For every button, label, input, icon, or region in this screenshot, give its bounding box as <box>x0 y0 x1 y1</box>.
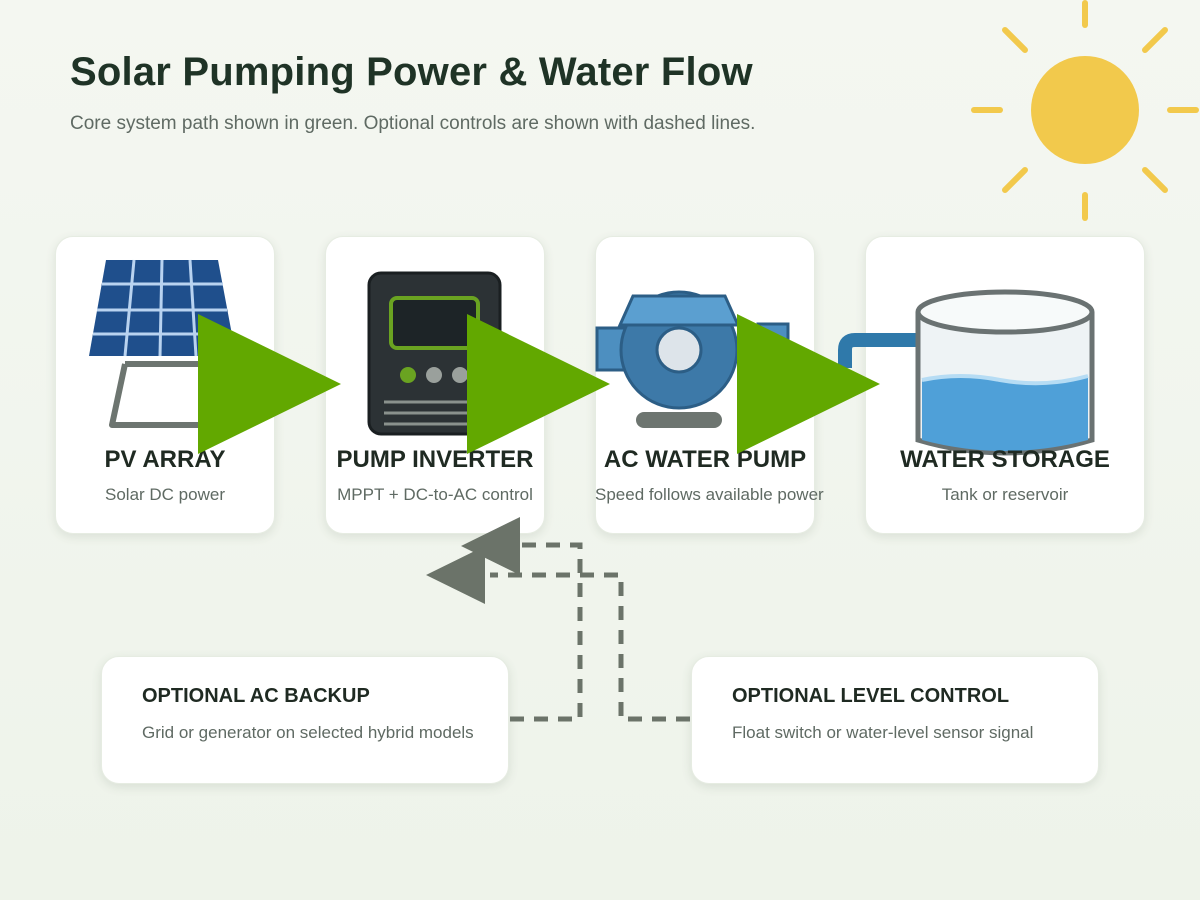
arrow-level-control-to-inverter <box>426 546 485 604</box>
ac-water-pump-description: Speed follows available power <box>595 485 824 504</box>
dashed-line-level-control <box>490 572 690 722</box>
water-storage-label: WATER STORAGE <box>900 446 1110 473</box>
pv-array-label: PV ARRAY <box>104 446 226 473</box>
page-subtitle: Core system path shown in green. Optiona… <box>70 113 756 134</box>
dashed-line-ac-backup <box>510 542 583 722</box>
page-title: Solar Pumping Power & Water Flow <box>70 50 753 94</box>
optional-ac-backup-title: OPTIONAL AC BACKUP <box>142 685 370 707</box>
optional-level-control-title: OPTIONAL LEVEL CONTROL <box>732 685 1010 707</box>
pv-array-description: Solar DC power <box>105 485 225 504</box>
pump-inverter-description: MPPT + DC-to-AC control <box>337 485 533 504</box>
sun-icon <box>971 0 1199 221</box>
card-optional-level-control: OPTIONAL LEVEL CONTROL Float switch or w… <box>691 656 1099 784</box>
optional-ac-backup-description: Grid or generator on selected hybrid mod… <box>142 723 474 742</box>
optional-level-control-description: Float switch or water-level sensor signa… <box>732 723 1034 742</box>
ac-water-pump-label: AC WATER PUMP <box>603 446 807 473</box>
water-storage-description: Tank or reservoir <box>941 485 1069 504</box>
pump-inverter-label: PUMP INVERTER <box>336 446 534 473</box>
card-optional-ac-backup: OPTIONAL AC BACKUP Grid or generator on … <box>101 656 509 784</box>
